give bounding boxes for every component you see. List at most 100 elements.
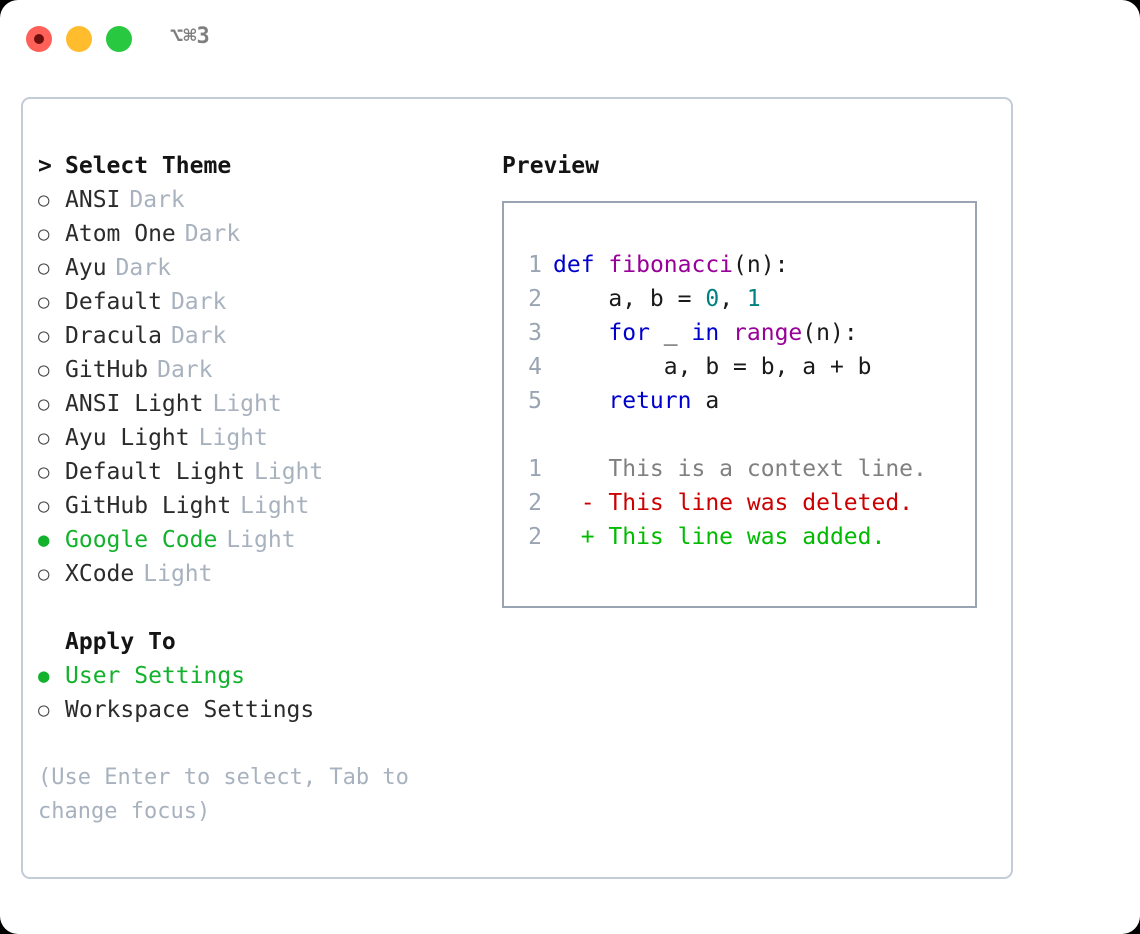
theme-option-tag: Light <box>254 459 324 485</box>
title-bar: ⌥⌘3 <box>0 0 1140 80</box>
diff-line: 2 - This line was deleted. <box>518 486 969 520</box>
theme-option-default[interactable]: ○ Default Dark <box>38 285 478 319</box>
code-token <box>595 252 609 278</box>
theme-option-label: GitHub <box>65 357 149 383</box>
theme-option-tag: Light <box>143 561 213 587</box>
radio-unselected-icon: ○ <box>38 223 50 245</box>
radio-unselected-icon: ○ <box>38 393 50 415</box>
code-token: a <box>691 388 720 414</box>
close-button[interactable] <box>26 26 52 52</box>
radio-unselected-icon: ○ <box>38 359 50 381</box>
code-token: 1 <box>746 286 761 312</box>
diff-text: This is a context line. <box>608 456 927 482</box>
theme-option-google-code[interactable]: ● Google Code Light <box>38 523 478 557</box>
code-token: a, b = <box>553 286 706 312</box>
diff-line: 2 + This line was added. <box>518 520 969 554</box>
theme-option-label: ANSI <box>65 187 121 213</box>
theme-option-atom-one[interactable]: ○ Atom One Dark <box>38 217 478 251</box>
line-number: 2 <box>528 524 542 550</box>
theme-option-label: Default <box>65 289 162 315</box>
code-token: in <box>691 320 720 346</box>
code-line: 1 def fibonacci(n): <box>518 248 969 282</box>
theme-option-ansi[interactable]: ○ ANSI Dark <box>38 183 478 217</box>
theme-option-tag: Dark <box>170 289 227 315</box>
theme-option-label: ANSI Light <box>65 391 204 417</box>
code-line: 3 for _ in range(n): <box>518 316 969 350</box>
code-token <box>719 320 733 346</box>
theme-option-label: XCode <box>65 561 135 587</box>
maximize-button[interactable] <box>106 26 132 52</box>
keyboard-shortcut-label: ⌥⌘3 <box>170 24 210 49</box>
apply-to-section: >Apply To ● User Settings ○Workspace Setti… <box>38 625 478 727</box>
line-number: 3 <box>528 320 542 346</box>
code-token: for <box>608 320 650 346</box>
hint-text: (Use Enter to select, Tab to change focu… <box>38 765 409 824</box>
preview-title: Preview <box>502 153 599 179</box>
radio-unselected-icon: ○ <box>38 495 50 517</box>
theme-option-ayu-light[interactable]: ○ Ayu Light Light <box>38 421 478 455</box>
theme-option-label: Ayu <box>65 255 107 281</box>
apply-to-list: ● User Settings ○Workspace Settings <box>38 659 478 727</box>
radio-unselected-icon: ○ <box>38 291 50 313</box>
radio-unselected-icon: ○ <box>38 427 50 449</box>
code-line: 4 a, b = b, a + b <box>518 350 969 384</box>
theme-option-tag: Light <box>240 493 310 519</box>
theme-option-label: Default Light <box>65 459 246 485</box>
apply-to-option-workspace-settings[interactable]: ○Workspace Settings <box>38 693 478 727</box>
code-line: 5 return a <box>518 384 969 418</box>
theme-option-label: Atom One <box>65 221 176 247</box>
apply-to-header: >Apply To <box>38 625 478 659</box>
radio-unselected-icon: ○ <box>38 325 50 347</box>
theme-option-label: Ayu Light <box>65 425 190 451</box>
minimize-button[interactable] <box>66 26 92 52</box>
line-number: 4 <box>528 354 542 380</box>
apply-to-header-label: Apply To <box>65 629 176 655</box>
code-token: (n): <box>733 252 789 278</box>
code-token: fibonacci <box>608 252 734 278</box>
code-line: 2 a, b = 0, 1 <box>518 282 969 316</box>
theme-option-tag: Light <box>212 391 282 417</box>
theme-option-tag: Light <box>226 527 296 553</box>
code-token: a, b = b, a + b <box>553 354 872 380</box>
theme-option-tag: Dark <box>184 221 241 247</box>
line-number: 2 <box>528 490 542 516</box>
radio-unselected-icon: ○ <box>38 189 50 211</box>
apply-to-option-user-settings[interactable]: ● User Settings <box>38 659 478 693</box>
code-token: return <box>608 388 692 414</box>
line-number: 5 <box>528 388 542 414</box>
radio-unselected-icon: ○ <box>38 257 50 279</box>
theme-option-xcode[interactable]: ○ XCode Light <box>38 557 478 591</box>
theme-option-ansi-light[interactable]: ○ ANSI Light Light <box>38 387 478 421</box>
code-token <box>553 320 608 346</box>
theme-option-label: Google Code <box>65 527 218 553</box>
radio-unselected-icon: ○ <box>38 699 50 721</box>
code-spacer <box>518 418 969 452</box>
radio-selected-icon: ● <box>38 529 50 551</box>
radio-selected-icon: ● <box>38 665 50 687</box>
code-token: def <box>553 252 595 278</box>
line-number: 1 <box>528 252 542 278</box>
radio-unselected-icon: ○ <box>38 563 50 585</box>
code-token: (n): <box>802 320 858 346</box>
apply-to-option-label: User Settings <box>65 663 246 689</box>
diff-sign: + <box>553 524 609 550</box>
select-theme-header: >Select Theme <box>38 149 478 183</box>
line-number: 2 <box>528 286 542 312</box>
caret-icon: > <box>38 153 52 179</box>
code-token: _ <box>649 320 692 346</box>
theme-option-tag: Light <box>198 425 268 451</box>
code-token: range <box>733 320 803 346</box>
theme-option-tag: Dark <box>129 187 185 213</box>
diff-text: This line was added. <box>608 524 886 550</box>
